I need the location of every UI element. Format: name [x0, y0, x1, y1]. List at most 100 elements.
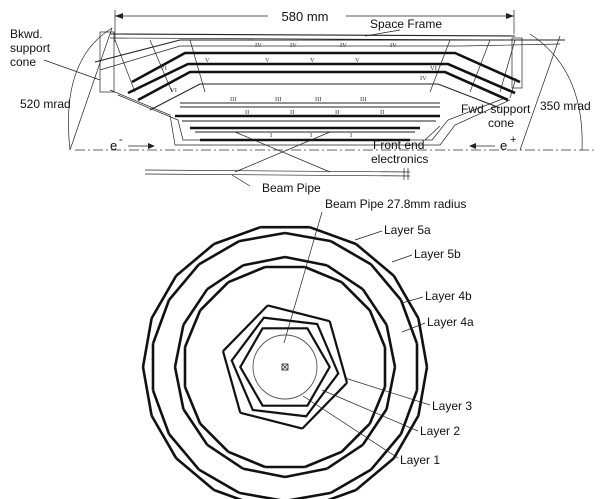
layer-4b-module	[182, 288, 209, 326]
svg-text:e: e	[500, 138, 507, 153]
layer-4a-module	[183, 386, 202, 425]
svg-text:Beam Pipe 27.8mm radius: Beam Pipe 27.8mm radius	[325, 197, 466, 211]
layer-numeral: IV	[390, 42, 397, 49]
interaction-point	[234, 131, 331, 173]
layer-4b-module	[242, 467, 286, 479]
layer-numeral: III	[315, 96, 322, 103]
bkwd-support-cone-label: Bkwd. support cone	[10, 27, 101, 81]
svg-text:cone: cone	[488, 116, 514, 130]
beam-pipe-radius-label: Beam Pipe 27.8mm radius	[283, 197, 466, 344]
layer-4b-module	[385, 324, 397, 368]
positron-beam-label: e +	[469, 134, 516, 153]
layer-2-module	[315, 323, 340, 375]
layer-4b-module	[182, 408, 209, 446]
angle-fwd-label: 350 mrad	[540, 99, 591, 113]
layer-5a-module	[330, 239, 372, 266]
layer-2-label: Layer 2	[321, 389, 460, 438]
layer-5a-module	[284, 231, 332, 243]
angle-back-label: 520 mrad	[20, 97, 71, 111]
layer-numeral: III	[360, 96, 367, 103]
layer-5b-module	[355, 457, 395, 491]
svg-text:cone: cone	[10, 55, 36, 69]
outer-layer-lines	[127, 51, 521, 111]
layer-4a-module	[227, 265, 266, 284]
layer-5b-module	[355, 243, 395, 277]
layer-5a-module	[151, 389, 171, 435]
layer-numeral: II	[245, 109, 249, 116]
layer-4a-module	[368, 386, 387, 425]
layer-3-module	[240, 411, 303, 430]
layer-numeral: IV	[340, 42, 347, 49]
svg-text:Bkwd.: Bkwd.	[10, 27, 43, 41]
layer-rings	[141, 225, 429, 499]
svg-text:Layer 4b: Layer 4b	[425, 289, 472, 303]
layer-1-module	[306, 327, 331, 369]
svg-text:Layer 2: Layer 2	[420, 424, 460, 438]
layer-5b-label: Layer 5b	[391, 247, 461, 263]
layer-2-module	[230, 359, 255, 411]
layer-1-label: Layer 1	[302, 395, 440, 467]
layer-numeral: III	[275, 96, 282, 103]
layer-4b-module	[361, 408, 388, 446]
layer-4b-label: Layer 4b	[401, 289, 472, 304]
layer-4a-module	[183, 309, 202, 348]
layer-5a-module	[238, 231, 286, 243]
layer-numeral: VI	[430, 65, 437, 72]
layer-5b-module	[417, 366, 429, 416]
layer-4b-module	[284, 255, 328, 267]
layer-numeral: IV	[290, 42, 297, 49]
layer-5a-label: Layer 5a	[354, 223, 431, 241]
layer-4b-module	[326, 264, 364, 291]
layer-numeral: I	[310, 132, 312, 139]
layer-4b-module	[173, 324, 185, 368]
layer-5a-module	[198, 239, 240, 266]
layer-5b-module	[417, 318, 429, 368]
layer-numeral: I	[270, 132, 272, 139]
layer-numeral: V	[355, 57, 360, 64]
layer-5a-module	[198, 468, 240, 495]
layer-4a-module	[304, 450, 343, 469]
layer-4a-module	[199, 281, 230, 312]
layer-4b-module	[206, 443, 244, 470]
layer-5a-module	[370, 433, 402, 471]
layer-numeral: I	[350, 132, 352, 139]
layer-3-module	[221, 350, 242, 414]
layer-4a-module	[368, 309, 387, 348]
svg-text:Layer 4a: Layer 4a	[427, 315, 474, 329]
layer-5a-module	[330, 468, 372, 495]
layer-5a-module	[168, 263, 200, 301]
inner-layer-lines	[175, 102, 440, 142]
layer-4a-module	[304, 265, 343, 284]
svg-text:electronics: electronics	[371, 152, 428, 166]
layer-5b-module	[213, 225, 261, 246]
layer-3-module	[328, 320, 349, 384]
layer-5a-module	[238, 491, 282, 499]
layer-4b-module	[206, 264, 244, 291]
svg-text:-: -	[119, 134, 123, 146]
layer-numeral: III	[230, 96, 237, 103]
layer-numeral: V	[205, 57, 210, 64]
layer-5b-module	[150, 275, 178, 320]
layer-numeral: II	[335, 109, 339, 116]
layer-5b-module	[150, 414, 178, 459]
layer-4b-module	[173, 366, 185, 410]
fwd-support-cone-label: Fwd. support cone	[461, 77, 531, 130]
space-frame-label: Space Frame	[370, 17, 442, 31]
beam-pipe-side: Beam Pipe	[144, 168, 411, 195]
layer-4a-module	[340, 422, 371, 453]
layer-4b-module	[361, 288, 388, 326]
layer-5a-module	[399, 299, 419, 345]
layer-5b-module	[213, 488, 243, 499]
svg-text:e: e	[110, 138, 117, 153]
layer-5b-module	[175, 457, 215, 491]
layer-5b-module	[392, 414, 420, 459]
arc-fwd	[529, 33, 583, 151]
layer-5b-module	[141, 366, 153, 416]
layer-numeral: II	[290, 109, 294, 116]
svg-text:+: +	[510, 134, 516, 146]
svg-text:Layer 5b: Layer 5b	[414, 247, 461, 261]
svg-text:Layer 3: Layer 3	[432, 399, 472, 413]
layer-numeral: V	[265, 57, 270, 64]
end-view: Beam Pipe 27.8mm radius Layer 5a Layer 5…	[141, 197, 474, 499]
layer-4a-label: Layer 4a	[401, 315, 474, 333]
